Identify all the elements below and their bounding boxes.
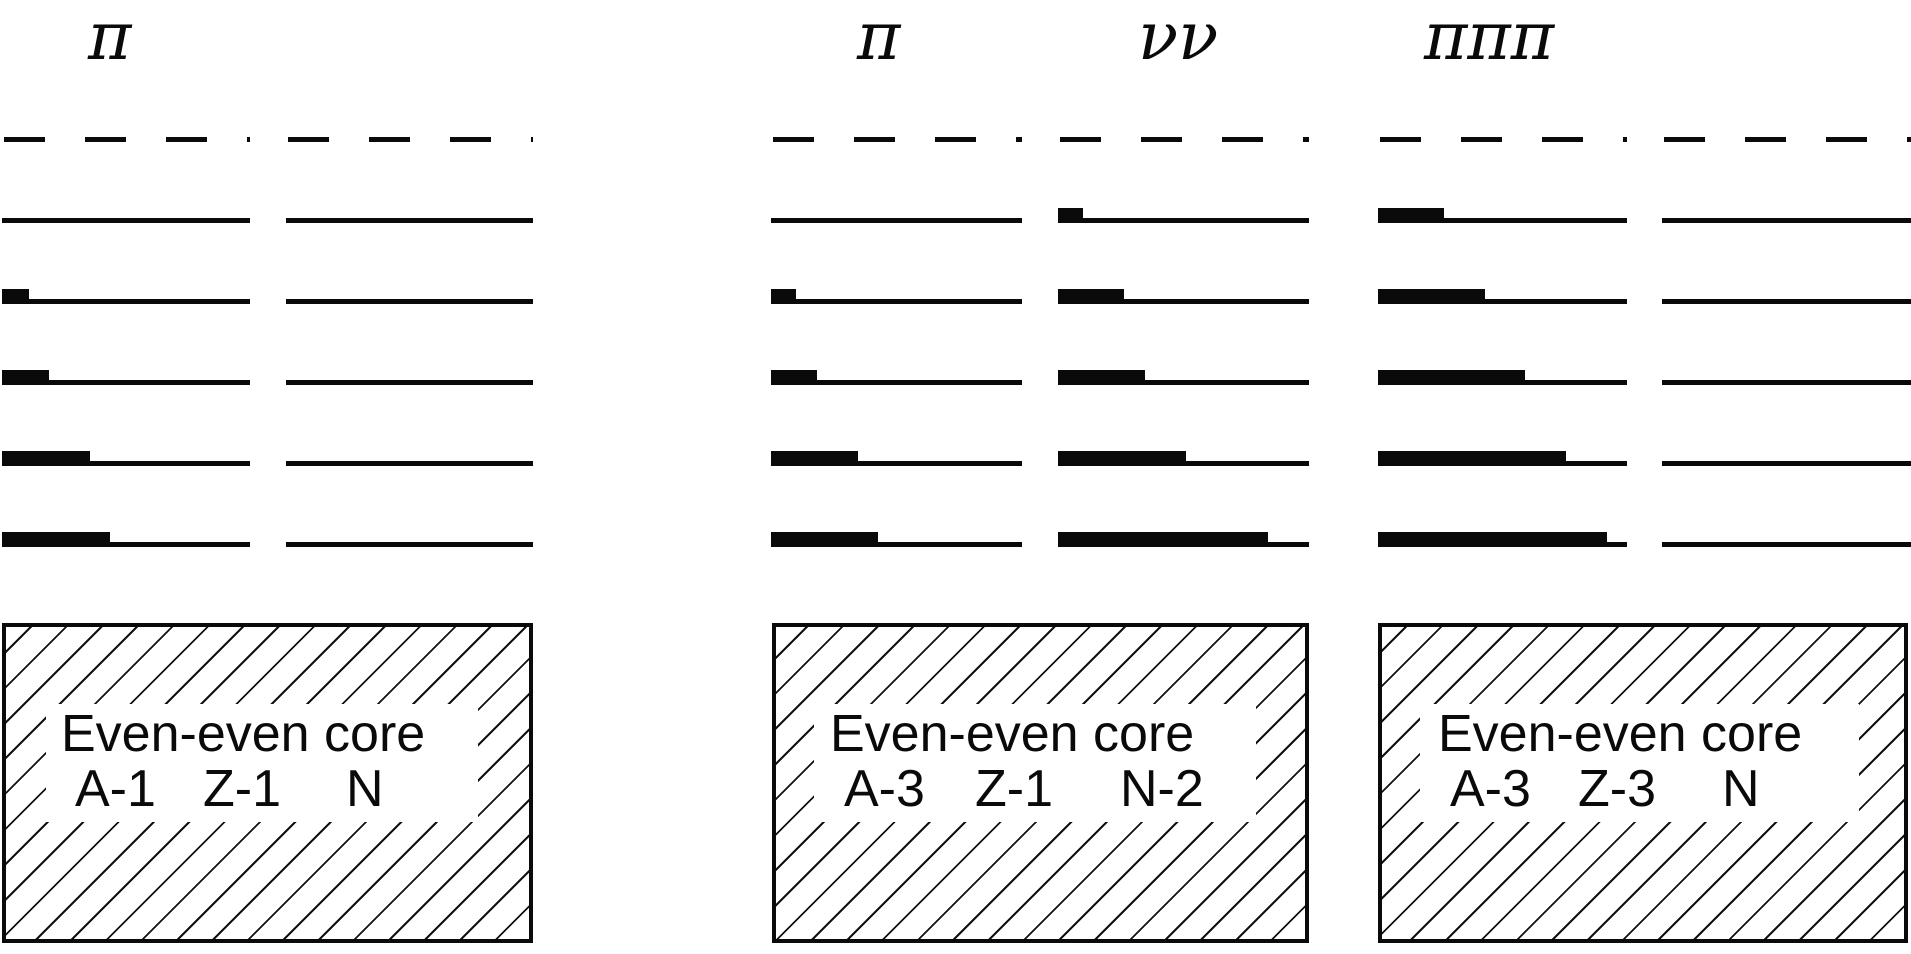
energy-level-line xyxy=(1058,299,1309,304)
core-term: N xyxy=(1722,760,1760,818)
column-label: πππ xyxy=(1424,0,1555,75)
column-label: π xyxy=(857,0,901,75)
occupancy-bar xyxy=(771,532,878,547)
fermi-dashed-line xyxy=(1664,137,1911,142)
occupancy-bar xyxy=(1378,208,1444,223)
occupancy-bar xyxy=(1058,532,1268,547)
energy-level-line xyxy=(2,542,250,547)
occupancy-bar xyxy=(771,370,817,385)
occupancy-bar xyxy=(1378,532,1607,547)
energy-level-line xyxy=(286,542,533,547)
occupancy-bar xyxy=(1058,370,1145,385)
energy-level-line xyxy=(2,380,250,385)
fermi-dashed-line xyxy=(1380,137,1627,142)
occupancy-bar xyxy=(1378,370,1525,385)
occupancy-bar xyxy=(1058,208,1083,223)
energy-level-line xyxy=(1378,218,1627,223)
occupancy-bar xyxy=(1058,451,1186,466)
core-term: Z-1 xyxy=(203,760,281,818)
energy-level-line xyxy=(1058,380,1309,385)
core-title: Even-even core xyxy=(830,705,1195,763)
fermi-dashed-line xyxy=(773,137,1022,142)
core-label-background xyxy=(46,704,478,822)
energy-level-line xyxy=(2,299,250,304)
core-label-background xyxy=(814,704,1256,822)
energy-level-line xyxy=(1662,299,1911,304)
fermi-dashed-line xyxy=(288,137,533,142)
core-term: A-3 xyxy=(1450,760,1531,818)
core-term: A-1 xyxy=(75,760,156,818)
energy-level-line xyxy=(1662,461,1911,466)
energy-level-line xyxy=(286,218,533,223)
core-term: Z-3 xyxy=(1578,760,1656,818)
energy-level-line xyxy=(1378,299,1627,304)
core-label-background xyxy=(1420,704,1859,822)
energy-level-line xyxy=(771,380,1022,385)
energy-level-line xyxy=(2,218,250,223)
energy-level-line xyxy=(1058,218,1309,223)
occupancy-bar xyxy=(771,451,858,466)
occupancy-bar xyxy=(2,370,49,385)
occupancy-bar xyxy=(2,451,90,466)
energy-level-line xyxy=(1662,380,1911,385)
fermi-dashed-line xyxy=(1060,137,1309,142)
column-label: νν xyxy=(1138,0,1219,75)
occupancy-bar xyxy=(2,532,110,547)
core-term: Z-1 xyxy=(975,760,1053,818)
energy-level-line xyxy=(286,380,533,385)
energy-level-line xyxy=(1662,218,1911,223)
core-term: N-2 xyxy=(1120,760,1204,818)
column-label: π xyxy=(88,0,132,75)
core-term: A-3 xyxy=(844,760,925,818)
energy-level-line xyxy=(771,461,1022,466)
core-term: N xyxy=(346,760,384,818)
core-title: Even-even core xyxy=(61,705,426,763)
energy-level-line xyxy=(2,461,250,466)
core-title: Even-even core xyxy=(1438,705,1803,763)
occupancy-bar xyxy=(1378,451,1566,466)
energy-level-line xyxy=(286,299,533,304)
energy-level-line xyxy=(286,461,533,466)
energy-level-line xyxy=(771,218,1022,223)
energy-level-line xyxy=(771,299,1022,304)
occupancy-bar xyxy=(1378,289,1485,304)
occupancy-bar xyxy=(771,289,796,304)
energy-level-line xyxy=(1662,542,1911,547)
occupancy-bar xyxy=(2,289,29,304)
energy-level-line xyxy=(771,542,1022,547)
fermi-dashed-line xyxy=(4,137,250,142)
occupancy-bar xyxy=(1058,289,1124,304)
